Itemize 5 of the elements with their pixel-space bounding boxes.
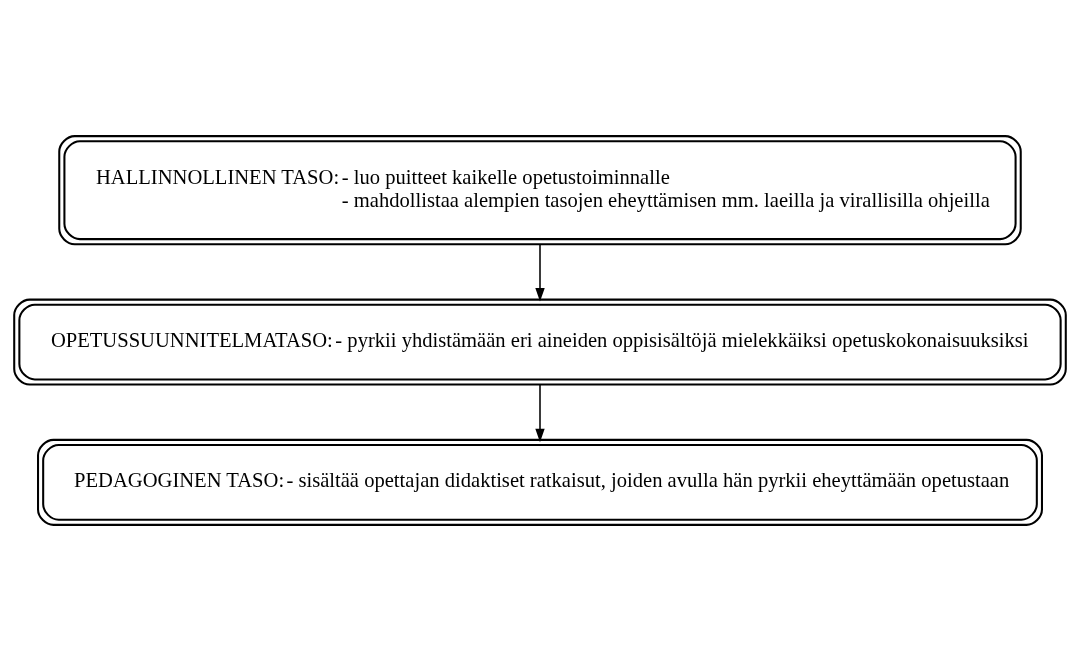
node-box: HALLINNOLLINEN TASO:- luo puitteet kaikelle opetustoiminnalle - mahdollistaa alempien tasojen eheyttämisen mm. laeilla ja virallisilla ohjeilla bbox=[58, 134, 1022, 245]
arrow bbox=[535, 243, 545, 301]
arrow bbox=[535, 383, 545, 442]
node-box: OPETUSSUUNNITELMATASO:- pyrkii yhdistämään eri aineiden oppisisältöjä mielekkäiksi opetuskokonaisuuksiksi bbox=[13, 298, 1067, 386]
node-box: PEDAGOGINEN TASO:- sisältää opettajan didaktiset ratkaisut, joiden avulla hän pyrkii eheyttämään opetustaan bbox=[37, 438, 1043, 526]
